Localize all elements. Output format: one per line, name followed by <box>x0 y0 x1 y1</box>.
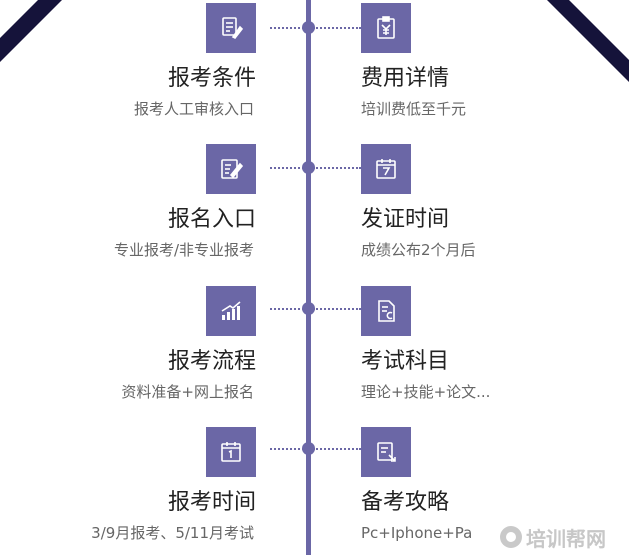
item-title[interactable]: 报考时间 <box>167 490 256 515</box>
connector-right <box>313 27 361 29</box>
calendar-seven-icon[interactable] <box>361 144 411 194</box>
item-subtitle: 培训费低至千元 <box>361 100 467 118</box>
timeline-dot <box>302 302 315 315</box>
yen-clipboard-icon[interactable] <box>361 3 411 53</box>
timeline-spine <box>306 0 311 555</box>
watermark-text: 培训帮网 <box>526 526 606 551</box>
item-subtitle: 资料准备+网上报名 <box>121 383 254 401</box>
connector-right <box>313 167 361 169</box>
connector-left <box>270 448 304 450</box>
connector-right <box>313 448 361 450</box>
item-title[interactable]: 报名入口 <box>167 207 256 232</box>
item-title[interactable]: 报考流程 <box>167 349 256 374</box>
item-subtitle: 成绩公布2个月后 <box>361 241 476 259</box>
item-title[interactable]: 备考攻略 <box>361 490 450 515</box>
connector-left <box>270 167 304 169</box>
connector-right <box>313 308 361 310</box>
document-pen-icon[interactable] <box>206 3 256 53</box>
connector-left <box>270 308 304 310</box>
item-title[interactable]: 报考条件 <box>167 66 256 91</box>
item-subtitle: 3/9月报考、5/11月考试 <box>91 524 254 542</box>
watermark: 培训帮网 <box>496 522 610 552</box>
calendar-one-icon[interactable] <box>206 427 256 477</box>
item-subtitle: Pc+Iphone+Pa <box>361 524 473 542</box>
timeline-dot <box>302 21 315 34</box>
edit-form-icon[interactable] <box>206 144 256 194</box>
corner-decoration-left <box>0 0 90 90</box>
item-title[interactable]: 费用详情 <box>361 66 450 91</box>
connector-left <box>270 27 304 29</box>
item-subtitle: 报考人工审核入口 <box>133 100 254 118</box>
corner-decoration-right <box>519 0 629 90</box>
timeline-dot <box>302 442 315 455</box>
book-pen-icon[interactable] <box>361 427 411 477</box>
item-subtitle: 专业报考/非专业报考 <box>113 241 254 259</box>
document-c-icon[interactable] <box>361 286 411 336</box>
item-title[interactable]: 考试科目 <box>361 349 450 374</box>
item-subtitle: 理论+技能+论文... <box>361 383 491 401</box>
watermark-logo-icon <box>500 526 522 548</box>
timeline-dot <box>302 161 315 174</box>
item-title[interactable]: 发证时间 <box>361 207 450 232</box>
bar-chart-icon[interactable] <box>206 286 256 336</box>
